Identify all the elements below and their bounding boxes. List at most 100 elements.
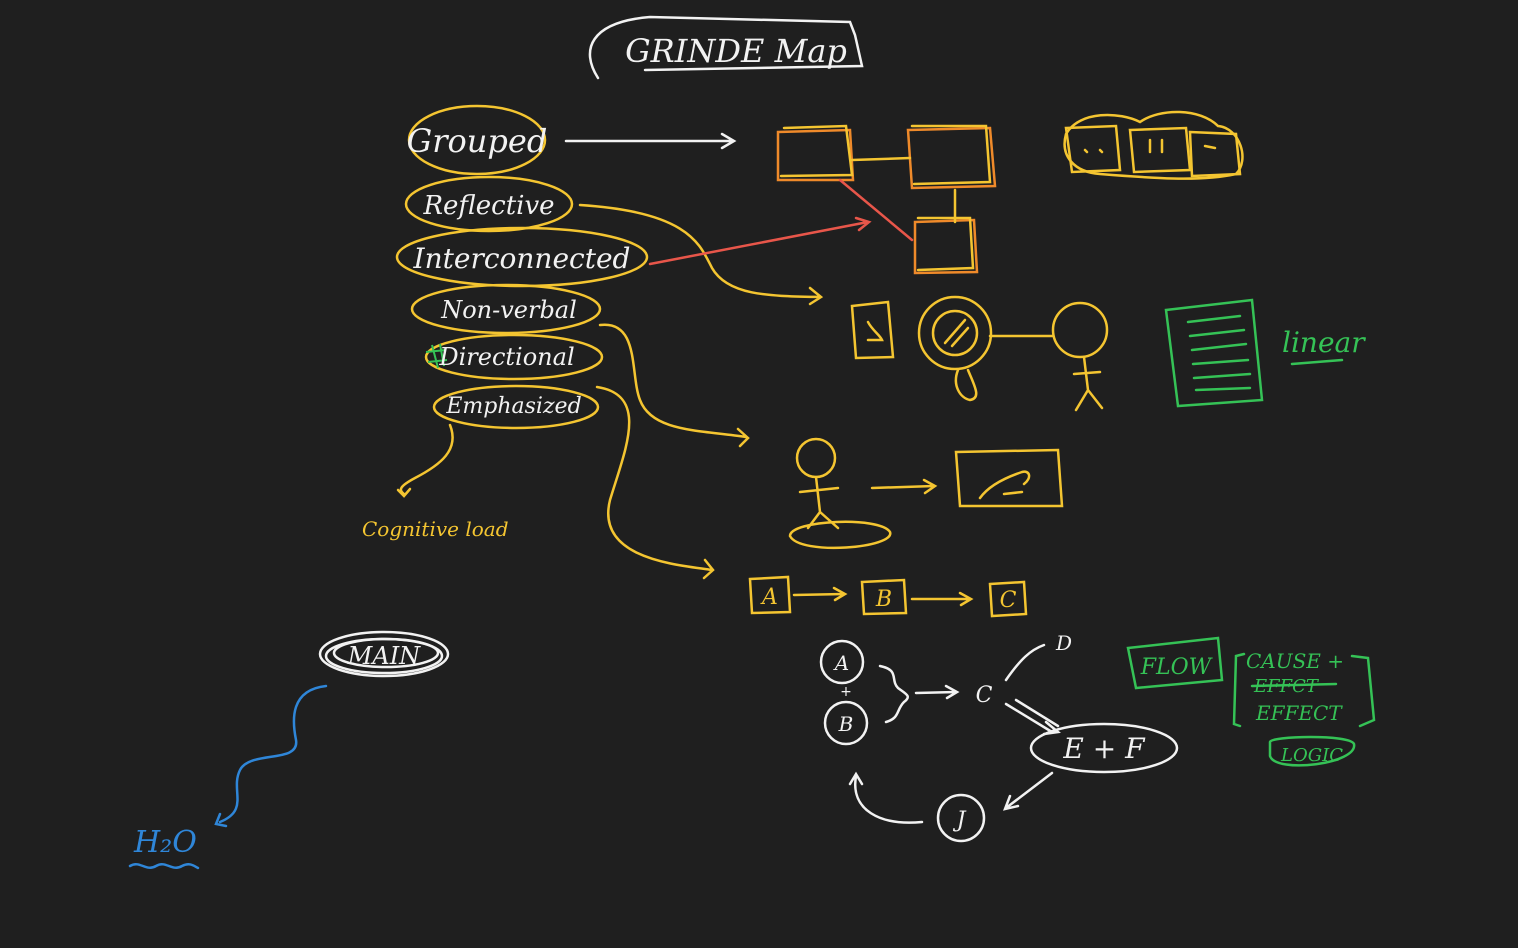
- document-lines: [1186, 314, 1252, 392]
- principle-label: Emphasized: [445, 394, 581, 419]
- flow-label: FLOW: [1140, 655, 1214, 680]
- magnifier-outer: [917, 295, 993, 371]
- link-1-3: [838, 178, 914, 242]
- principles-list: Grouped Reflective Interconnected Non-ve…: [395, 104, 649, 430]
- presenter-arrow: [870, 478, 938, 495]
- non-verbal-illustration: [788, 437, 1064, 550]
- box-2-shadow: [910, 124, 992, 186]
- h2o-annotation: H₂O: [128, 684, 328, 870]
- grouped-boxes-diagram: [776, 124, 997, 275]
- green-notes: FLOW CAUSE + EFFCT EFFECT LOGIC: [1126, 636, 1376, 767]
- cause-node-a: [819, 639, 865, 685]
- cause-arrow-ef-j: [1002, 771, 1054, 811]
- principle-interconnected: Interconnected: [395, 226, 649, 288]
- arrow-interconnected: [648, 216, 872, 266]
- box-3-shadow: [916, 216, 975, 272]
- box-2: [906, 126, 997, 190]
- reflective-illustration: [850, 295, 1109, 412]
- arrow-reflective: [578, 203, 824, 306]
- node-label: A: [760, 585, 778, 610]
- cluster-outline: [1063, 110, 1244, 180]
- principle-reflective: Reflective: [404, 175, 574, 233]
- principle-oval: [424, 333, 604, 381]
- linear-document: linear: [1164, 298, 1366, 408]
- node-label: C: [1000, 588, 1017, 613]
- small-card-mark: [866, 320, 884, 342]
- principle-label: Directional: [438, 343, 574, 371]
- cause-node-b-label: B: [838, 712, 854, 736]
- cognitive-load-label: Cognitive load: [362, 517, 509, 541]
- cluster-box-2: [1128, 126, 1192, 174]
- principle-directional: Directional: [424, 333, 604, 381]
- cause-node-c: C: [976, 683, 993, 708]
- link-1-2: [850, 156, 912, 162]
- cause-node-ef-oval: [1029, 722, 1179, 774]
- arrow-emphasized: [595, 385, 715, 580]
- title-frame: [588, 15, 864, 80]
- node-box: [860, 578, 908, 616]
- principle-emphasized: Emphasized: [432, 384, 600, 430]
- cluster-box-3: [1188, 130, 1242, 178]
- linear-label: linear: [1282, 326, 1366, 359]
- cause-node-b: [823, 700, 869, 746]
- screen-figure: [978, 470, 1031, 500]
- node-box: [988, 580, 1028, 618]
- page-title: GRINDE Map: [625, 32, 847, 70]
- presenter-head: [795, 437, 837, 479]
- sequence-node-b: B: [860, 578, 908, 616]
- sequence-arrow: [910, 591, 974, 607]
- magnifier-inner: [931, 309, 979, 357]
- sequence-arrow: [792, 586, 848, 602]
- presenter-platform: [788, 520, 892, 550]
- struck-word: EFFCT: [1253, 676, 1320, 697]
- node-label: B: [875, 587, 892, 612]
- principle-label: Interconnected: [413, 242, 631, 275]
- water-wave: [128, 863, 200, 870]
- principle-label: Non-verbal: [440, 296, 577, 324]
- small-card: [850, 300, 895, 360]
- cause-link-c-d: [1004, 643, 1046, 682]
- arrow-non-verbal: [598, 323, 750, 448]
- screen-frame: [954, 448, 1064, 508]
- principle-grouped: Grouped: [407, 104, 548, 176]
- node-box: [748, 575, 792, 615]
- magnifier-glare: [943, 318, 970, 348]
- document-outline: [1164, 298, 1264, 408]
- flow-box: [1126, 636, 1224, 690]
- grouped-cluster: [1063, 110, 1244, 180]
- cause-plus: +: [840, 684, 852, 700]
- principle-oval: [410, 283, 602, 335]
- linear-underline: [1290, 358, 1344, 366]
- cause-node-ef: E + F: [1062, 732, 1146, 765]
- principle-label: Grouped: [407, 122, 548, 160]
- sequence-node-c: C: [988, 580, 1028, 618]
- box-1: [776, 128, 855, 182]
- principle-oval: [404, 175, 574, 233]
- cluster-marks: [1083, 138, 1217, 154]
- cause-node-j: [936, 793, 986, 843]
- person-body: [1072, 355, 1104, 412]
- cause-loop-arrow: [848, 771, 924, 824]
- hash-mark: [425, 343, 448, 369]
- cause-node-a-label: A: [833, 651, 849, 675]
- cause-brace: [878, 664, 909, 724]
- principle-oval: [407, 104, 547, 176]
- magnifier-handle: [954, 368, 978, 402]
- box-3: [913, 218, 979, 275]
- sequence-node-a: A: [748, 575, 792, 615]
- connector-arrows: [396, 132, 872, 580]
- cause-plus-label: CAUSE +: [1246, 649, 1344, 673]
- main-oval-1: [318, 630, 450, 678]
- logic-label: LOGIC: [1280, 745, 1343, 766]
- logic-box: [1268, 735, 1356, 767]
- presenter-body: [798, 475, 840, 530]
- cause-bracket-left: [1232, 652, 1246, 728]
- cluster-box-1: [1064, 124, 1122, 174]
- person-head: [1051, 301, 1109, 359]
- arrow-cognitive: [396, 423, 454, 498]
- sequence-diagram: A B C: [748, 575, 1028, 618]
- arrow-grouped: [564, 132, 737, 150]
- cause-node-j-label: J: [953, 808, 967, 833]
